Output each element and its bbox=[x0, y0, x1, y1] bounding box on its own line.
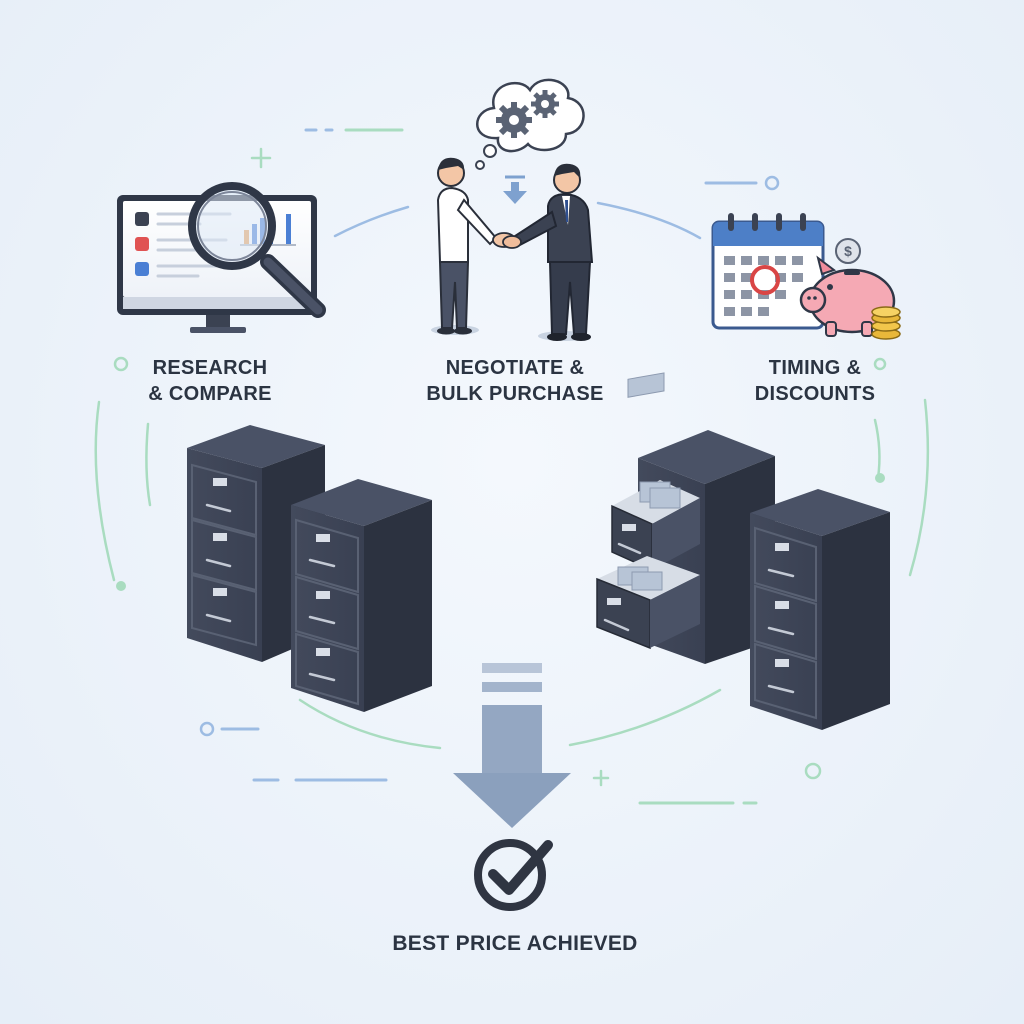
big-down-arrow-icon bbox=[453, 663, 571, 828]
checkmark-circle-icon bbox=[474, 839, 553, 911]
down-arrow-small-icon bbox=[503, 175, 527, 204]
svg-text:$: $ bbox=[844, 243, 852, 259]
calendar-icon bbox=[711, 213, 825, 330]
screen-app-icons bbox=[135, 212, 149, 276]
thought-bubble-icon bbox=[475, 78, 585, 170]
calendar-piggy-bank-icon: $ bbox=[711, 213, 901, 340]
step-label-line: TIMING & bbox=[768, 357, 862, 379]
result-label: BEST PRICE ACHIEVED bbox=[392, 932, 638, 955]
filing-cabinet-right-front bbox=[750, 489, 890, 730]
filing-cabinet-left-front bbox=[291, 479, 432, 712]
step-label-negotiate: NEGOTIATE & BULK PURCHASE bbox=[400, 355, 630, 407]
coin-stack-icon bbox=[871, 306, 901, 340]
person-left bbox=[431, 157, 498, 335]
monitor-magnifier-icon bbox=[117, 182, 326, 333]
filing-cabinet-right-open bbox=[596, 372, 775, 664]
decorative-marks bbox=[113, 128, 887, 805]
handshake-icon bbox=[431, 78, 594, 341]
step-label-line: RESEARCH bbox=[152, 357, 268, 379]
step-label-line: & COMPARE bbox=[148, 383, 272, 405]
open-drawer-bottom bbox=[596, 556, 700, 650]
coin-dollar-icon: $ bbox=[835, 238, 861, 264]
step-label-line: DISCOUNTS bbox=[754, 383, 876, 405]
step-label-timing: TIMING & DISCOUNTS bbox=[710, 355, 920, 407]
step-label-line: BULK PURCHASE bbox=[426, 383, 604, 405]
open-drawer-top bbox=[611, 372, 700, 572]
gears-icon bbox=[496, 90, 559, 138]
magnifier-icon bbox=[188, 182, 326, 318]
handshake-hands bbox=[492, 232, 522, 249]
flow-arcs bbox=[94, 201, 930, 750]
piggy-bank-icon bbox=[799, 255, 896, 337]
step-label-research: RESEARCH & COMPARE bbox=[100, 355, 320, 407]
person-right bbox=[510, 163, 594, 341]
step-label-line: NEGOTIATE & bbox=[445, 357, 585, 379]
